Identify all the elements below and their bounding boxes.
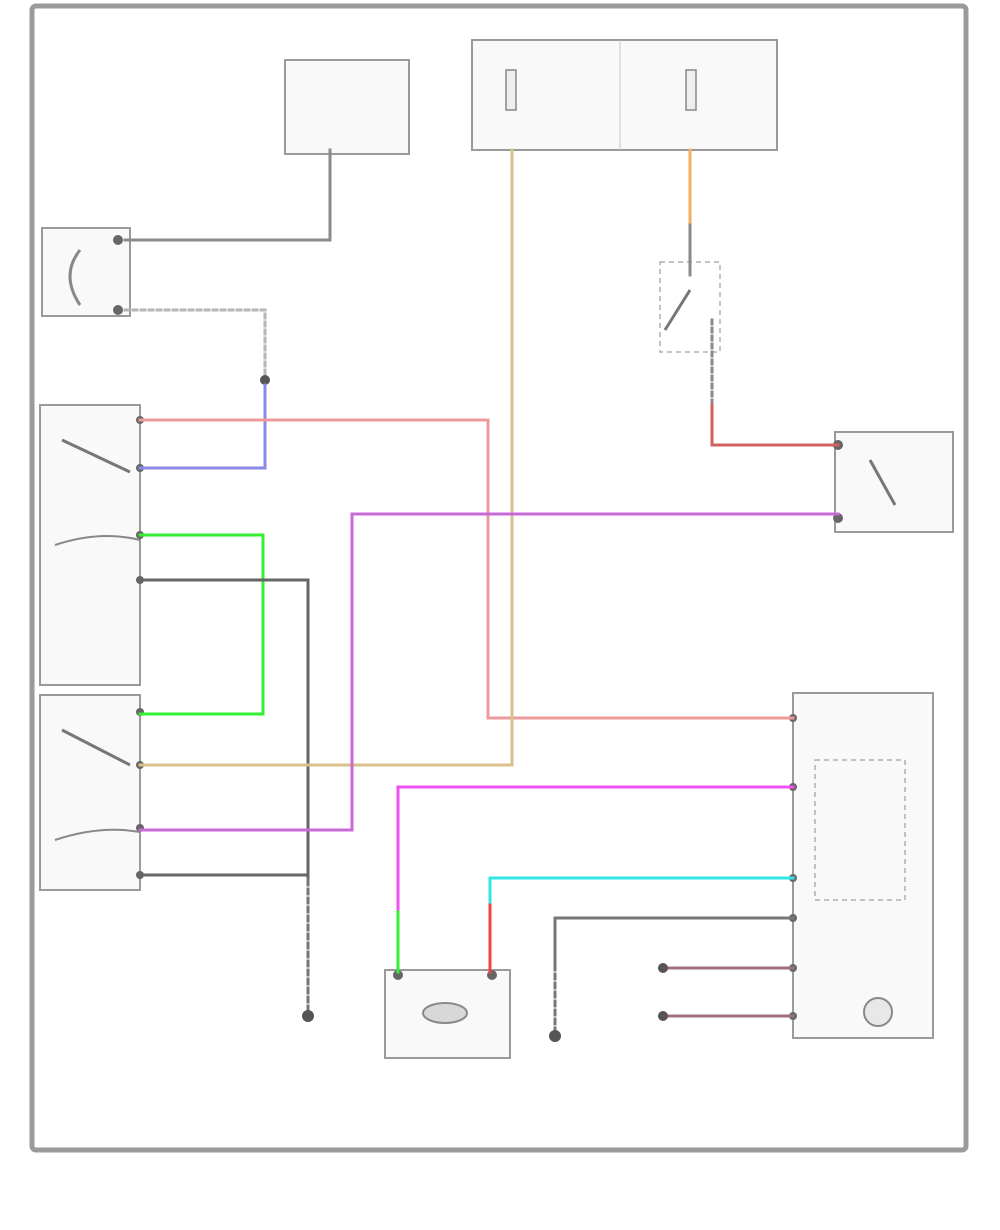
diagram-frame <box>29 3 969 1153</box>
wire-green <box>138 533 265 716</box>
relay-left-2-switch <box>61 728 131 767</box>
wire-violet <box>138 512 840 832</box>
switch-top-left-conn-2 <box>113 305 123 315</box>
fuse-right <box>685 69 697 111</box>
sensor-conn-2 <box>658 1011 668 1021</box>
switch-right <box>834 431 954 533</box>
sensor-right-symbol <box>863 997 893 1027</box>
control-module <box>792 692 934 1039</box>
wire-red-right <box>710 403 840 447</box>
ground-symbol-top <box>260 375 270 385</box>
relay-left-2-coil <box>54 828 141 841</box>
relay-left-2 <box>39 694 141 891</box>
wire-gray-dashed-left <box>123 308 267 377</box>
switch-top-left-conn-1 <box>113 235 123 245</box>
wire-blue <box>138 383 267 470</box>
relay-main-switch <box>663 289 692 331</box>
wire-tan <box>138 148 514 767</box>
sensor-conn-1 <box>658 963 668 973</box>
fuse-block-ignition <box>471 39 778 151</box>
module-top-left <box>284 59 410 155</box>
wire-gray-ground <box>138 578 310 882</box>
relay-left-1-coil <box>54 535 141 546</box>
module-bottom-conn-1 <box>393 970 403 980</box>
wire-pink <box>138 418 795 720</box>
wire-magenta <box>396 785 795 914</box>
wire-gray-top-left <box>123 148 332 242</box>
ground-left-symbol <box>302 1010 314 1022</box>
switch-top-left-arc <box>68 249 82 306</box>
module-bottom-symbol <box>422 1002 468 1024</box>
relay-left-1-switch <box>61 438 131 474</box>
ground-center-symbol <box>549 1030 561 1042</box>
control-module-inner <box>814 759 906 901</box>
switch-right-lever <box>868 459 897 506</box>
wire-gray-center <box>553 916 795 967</box>
wire-cyan <box>488 876 795 907</box>
fuse-left <box>505 69 517 111</box>
